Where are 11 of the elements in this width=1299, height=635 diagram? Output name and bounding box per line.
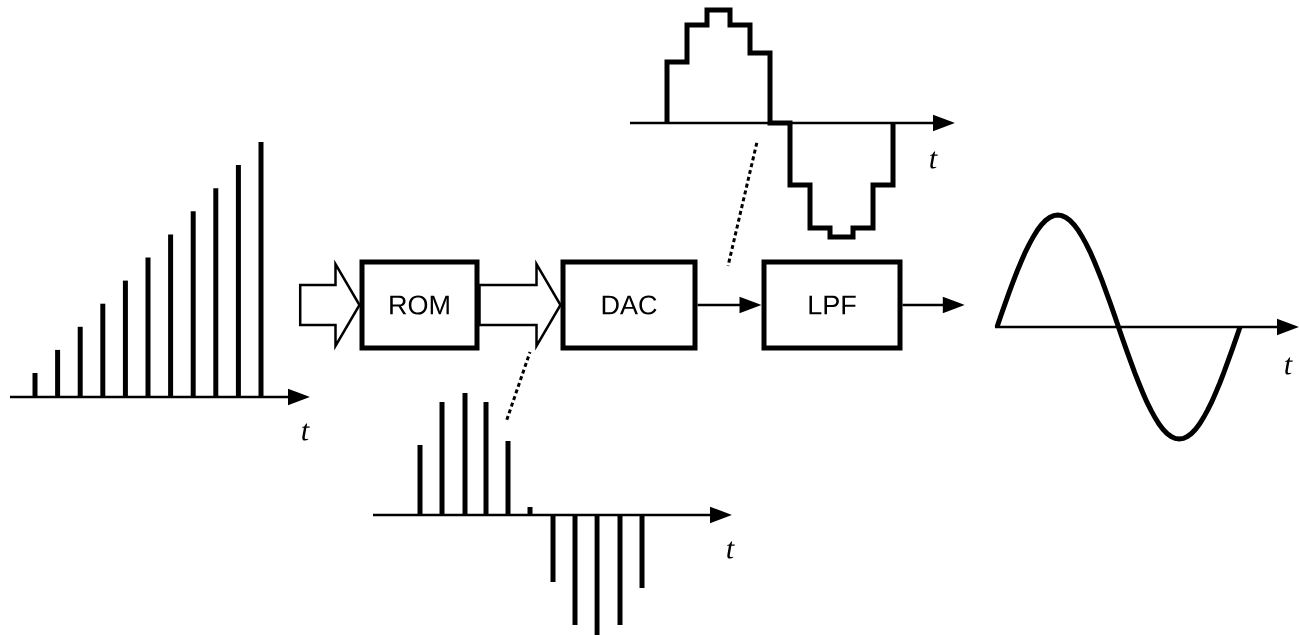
axis-label: t <box>727 541 735 559</box>
block-box: DAC <box>560 259 698 351</box>
leader-line <box>726 142 759 267</box>
leader-line <box>505 351 532 421</box>
block-arrow <box>298 259 361 351</box>
block-box: LPF <box>761 259 903 351</box>
axis-label: t <box>1285 357 1293 375</box>
axis-label: t <box>302 423 310 441</box>
block-box: ROM <box>359 259 480 351</box>
block-arrow <box>478 259 562 351</box>
axis-label: t <box>930 151 938 169</box>
